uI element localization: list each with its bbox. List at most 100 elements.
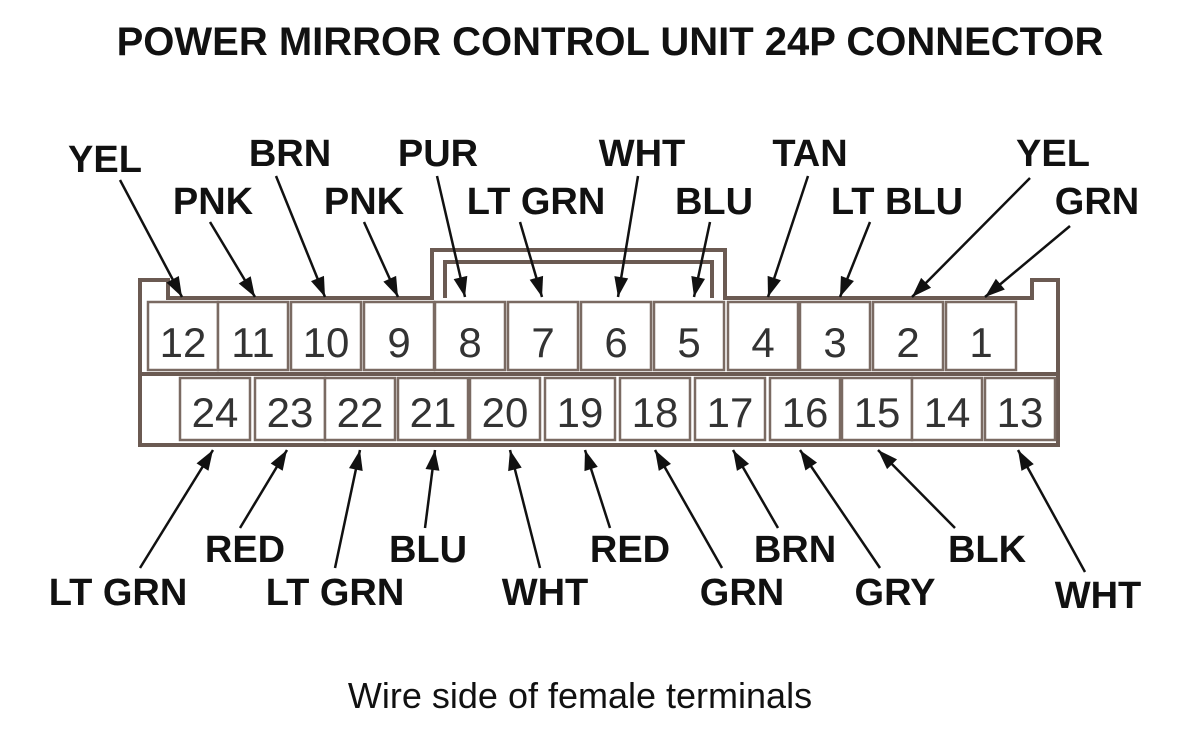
wire-color-pin-19: RED [590,529,670,571]
pin-number-10: 10 [303,319,350,366]
pin-number-9: 9 [387,319,410,366]
pin-number-18: 18 [632,389,679,436]
wire-color-pin-2: YEL [1016,133,1090,175]
wire-color-pin-4: TAN [772,133,847,175]
pin-number-6: 6 [604,319,627,366]
wire-color-pin-15: BLK [948,529,1027,571]
arrowhead-pin-21 [425,450,440,471]
top-wire-labels: YEL PNK BRN PNK PUR LT GRN WHT BLU TAN LT BLU YEL G… [68,133,1139,223]
pin-cavity-14 [910,376,984,442]
wire-color-pin-6: WHT [599,133,686,175]
arrowhead-pin-24 [196,450,213,471]
leader-line-pin-4 [766,175,810,298]
pin-number-22: 22 [337,389,384,436]
pin-number-4: 4 [751,319,774,366]
pin-number-23: 23 [267,389,314,436]
arrowhead-pin-13 [1018,450,1034,471]
pin-cavity-1 [944,300,1018,372]
pin-cavity-13 [983,376,1057,442]
pin-number-3: 3 [823,319,846,366]
arrowhead-pin-12 [166,276,182,297]
arrowhead-pin-11 [238,276,255,297]
pin-number-17: 17 [707,389,754,436]
pin-number-12: 12 [160,319,207,366]
wire-color-pin-3: LT BLU [831,181,963,223]
wire-color-pin-10: BRN [249,133,331,175]
arrowhead-pin-8 [453,275,468,297]
wire-color-pin-11: PNK [173,181,254,223]
connector-housing [138,248,1060,447]
pin-number-16: 16 [782,389,829,436]
arrowhead-pin-17 [733,450,750,471]
arrowhead-pin-15 [878,450,898,470]
pin-number-11: 11 [231,319,275,366]
pin-cavity-18 [618,376,692,442]
wire-color-pin-5: BLU [675,181,753,223]
pin-cavity-23 [253,376,327,442]
leader-line-pin-12 [118,179,184,298]
pin-cavity-17 [693,376,767,442]
leader-line-pin-24 [138,449,215,569]
wire-color-pin-8: PUR [398,133,478,175]
wire-color-pin-21: BLU [389,529,467,571]
wire-color-pin-16: GRY [855,572,936,614]
pin-number-5: 5 [677,319,700,366]
arrowhead-pin-22 [349,450,363,472]
leader-lines [118,175,1087,573]
leader-line-pin-16 [798,449,882,569]
pin-cavity-7 [506,300,580,372]
arrowhead-pin-5 [691,275,706,297]
leader-line-pin-18 [653,449,724,569]
arrowhead-pin-20 [508,450,522,472]
pin-cavity-10 [289,300,363,372]
arrowhead-pin-19 [584,450,598,472]
pin-number-1: 1 [969,319,992,366]
arrowhead-pin-18 [655,450,671,471]
pin-cavity-21 [396,376,470,442]
diagram-title: POWER MIRROR CONTROL UNIT 24P CONNECTOR [117,20,1104,64]
leader-line-pin-8 [435,175,467,298]
pin-number-21: 21 [410,389,457,436]
arrowhead-pin-9 [383,275,398,297]
pin-number-20: 20 [482,389,529,436]
pin-cavity-5 [652,300,726,372]
pin-number-13: 13 [997,389,1044,436]
pin-cavity-20 [468,376,542,442]
wire-color-pin-9: PNK [324,181,405,223]
pin-cavity-11 [216,300,290,372]
pin-number-19: 19 [557,389,604,436]
wire-color-pin-18: GRN [700,572,784,614]
leader-line-pin-10 [274,175,327,298]
leader-line-pin-6 [616,175,640,298]
pin-cavity-8 [433,300,507,372]
wire-color-pin-20: WHT [502,572,589,614]
pin-cavity-24 [178,376,252,442]
wire-color-pin-23: RED [205,529,285,571]
arrowhead-pin-3 [840,275,854,297]
wire-color-pin-12: YEL [68,139,142,181]
pin-number-15: 15 [854,389,901,436]
pin-number-7: 7 [531,319,554,366]
pin-number-8: 8 [458,319,481,366]
arrowhead-pin-10 [311,275,325,297]
wire-color-pin-24: LT GRN [49,572,188,614]
pin-number-2: 2 [896,319,919,366]
arrowhead-pin-7 [529,275,544,297]
leader-line-pin-13 [1016,449,1087,573]
pin-cavity-16 [768,376,842,442]
wire-color-pin-13: WHT [1055,575,1142,617]
connector-lock-tab [443,260,714,298]
pin-number-24: 24 [192,389,239,436]
diagram-caption: Wire side of female terminals [348,675,812,716]
pin-cavity-4 [726,300,800,372]
leader-line-pin-22 [333,449,362,569]
wire-color-pin-7: LT GRN [467,181,606,223]
pin-cavity-15 [840,376,914,442]
wire-color-pin-1: GRN [1055,181,1139,223]
pin-cavity-9 [362,300,436,372]
arrowhead-pin-2 [912,277,932,297]
pin-cavity-6 [579,300,653,372]
